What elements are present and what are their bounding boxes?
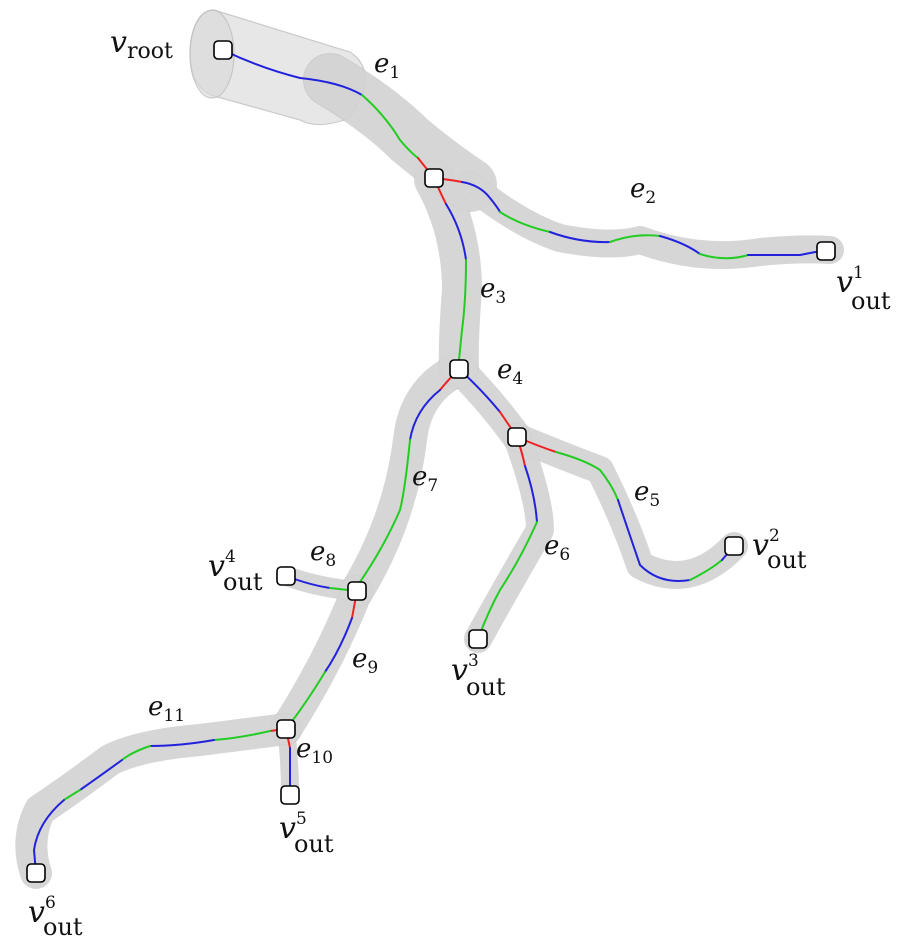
- e11-seg-b3: [63, 789, 81, 801]
- label-v-out2-sub: out: [767, 546, 807, 574]
- e3-seg-a: [445, 203, 467, 261]
- e6-seg-b: [477, 521, 538, 640]
- node-out4[interactable]: [276, 566, 296, 586]
- label-e8: e8: [310, 537, 336, 571]
- graph-nodes: [26, 40, 836, 883]
- label-v-out6: v6: [28, 893, 56, 930]
- label-e1: e1: [374, 49, 400, 83]
- label-v-out4-sub: out: [223, 568, 263, 596]
- e2-seg-a3: [659, 235, 701, 255]
- tube-e9: [271, 576, 372, 744]
- label-v-out5-sub: out: [294, 830, 334, 858]
- node-out3[interactable]: [468, 629, 488, 649]
- e2-seg-b2: [609, 234, 661, 243]
- tube-e5: [504, 424, 747, 588]
- node-root[interactable]: [213, 40, 233, 60]
- node-bifurcation-3[interactable]: [507, 427, 527, 447]
- label-e3: e3: [480, 274, 506, 308]
- e11-seg-b2: [121, 745, 151, 761]
- label-v-out6-sub: out: [43, 913, 83, 940]
- e5-seg-b: [555, 451, 619, 501]
- vessel-surface: [15, 9, 844, 889]
- label-e5: e5: [634, 477, 660, 511]
- node-out2[interactable]: [724, 536, 744, 556]
- label-e10: e10: [296, 734, 333, 768]
- node-out6[interactable]: [26, 863, 46, 883]
- edge-labels: e1 e2 e3 e4 e5 e6 e7 e8 e9 e10 e11: [148, 49, 660, 768]
- label-v-out2: v2: [752, 526, 780, 563]
- e2-seg-b3: [699, 253, 749, 260]
- tube-e6: [465, 424, 553, 652]
- root-cap: [189, 9, 235, 99]
- e1-seg-b: [361, 94, 419, 159]
- e11-seg-b1: [213, 730, 271, 741]
- label-v-out3-sub: out: [466, 673, 506, 701]
- e2-seg-a1: [461, 181, 501, 213]
- tube-e3: [415, 161, 481, 388]
- label-v-out1-sub: out: [851, 287, 891, 315]
- label-v-root: vroot: [110, 25, 173, 64]
- label-e4: e4: [497, 355, 523, 389]
- node-out5[interactable]: [280, 785, 300, 805]
- label-v-out5: v5: [279, 809, 307, 846]
- label-e6: e6: [544, 531, 570, 565]
- e11-seg-a2: [79, 759, 123, 791]
- label-e11: e11: [148, 692, 185, 726]
- label-v-out4: v4: [208, 547, 236, 584]
- e5-seg-b2: [689, 559, 723, 581]
- e9-seg-a: [324, 617, 353, 673]
- e1-seg-a: [222, 49, 363, 96]
- node-bifurcation-2[interactable]: [449, 359, 469, 379]
- centerline-segments: [33, 49, 827, 874]
- node-bifurcation-5[interactable]: [276, 719, 296, 739]
- node-bifurcation-4[interactable]: [347, 581, 367, 601]
- label-e2: e2: [630, 174, 656, 208]
- e7-seg-a: [409, 389, 441, 441]
- e2-seg-b1: [499, 211, 551, 233]
- label-v-out1: v1: [836, 263, 864, 300]
- tube-e11: [16, 714, 301, 888]
- node-bifurcation-1[interactable]: [424, 168, 444, 188]
- e11-seg-a1: [149, 739, 215, 747]
- tube-e7: [341, 353, 475, 607]
- node-out1[interactable]: [816, 241, 836, 261]
- label-e7: e7: [412, 462, 438, 496]
- e7-seg-b: [359, 439, 411, 583]
- e11-seg-a3: [33, 799, 65, 874]
- e5-seg-a: [617, 499, 691, 582]
- e2-seg-a2: [549, 231, 611, 244]
- vertex-labels: vroot v1 out v2 out v3 out v4 out v5: [28, 25, 891, 940]
- e3-seg-b: [458, 259, 467, 361]
- label-e9: e9: [352, 644, 378, 678]
- e6-seg-a: [524, 465, 538, 523]
- label-v-out3: v3: [451, 651, 479, 688]
